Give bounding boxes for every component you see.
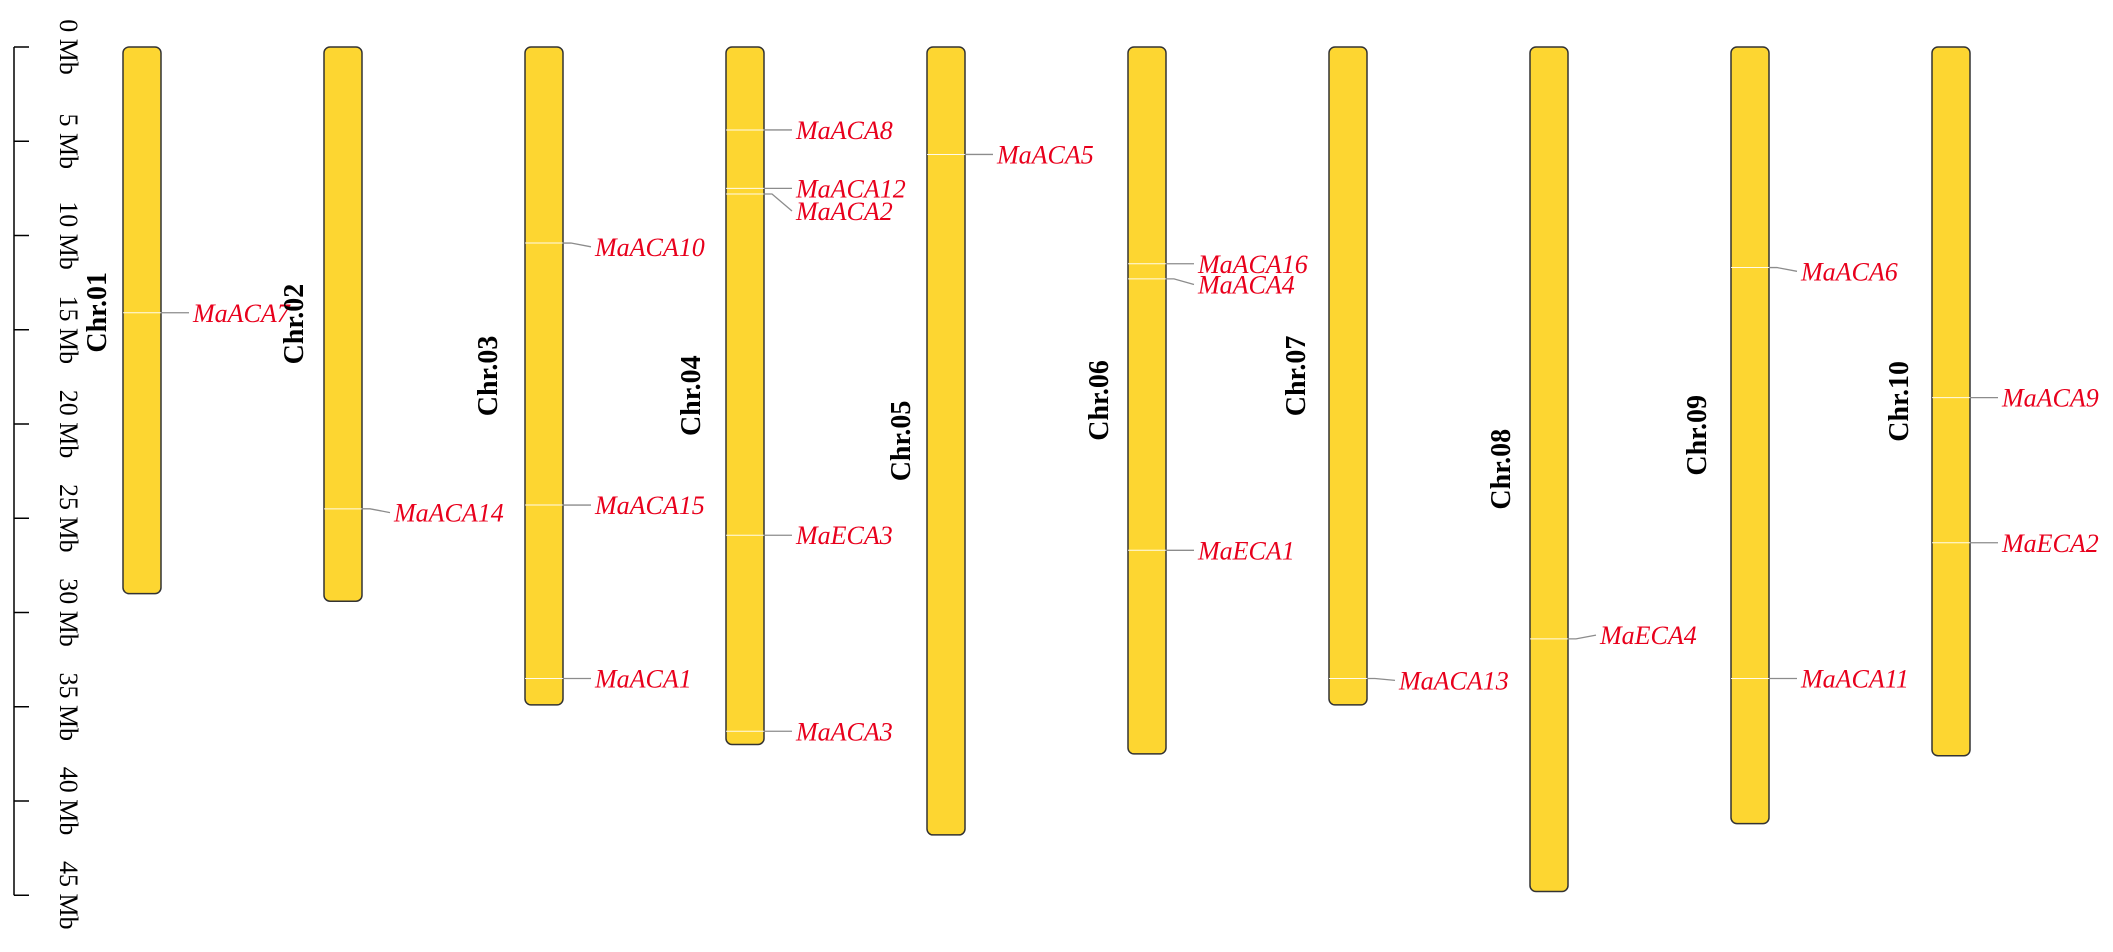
scale-tick-label: 0 Mb (54, 19, 83, 75)
scale-tick-label: 45 Mb (54, 861, 83, 930)
gene-connector (1568, 634, 1597, 640)
scale-tick-label: 5 Mb (54, 113, 83, 169)
gene-label: MaECA2 (2001, 529, 2099, 558)
gene-label: MaACA3 (795, 717, 893, 746)
gene-label: MaACA10 (594, 233, 705, 262)
chromosome-bar (926, 46, 966, 836)
gene-label: MaECA3 (795, 521, 893, 550)
gene-connector (563, 242, 592, 248)
gene-connector (1367, 677, 1396, 682)
chromosome-bar (1328, 46, 1368, 706)
gene-label: MaACA12 (795, 174, 906, 203)
gene-label: MaACA14 (393, 499, 504, 528)
scale-tick-label: 40 Mb (54, 767, 83, 836)
gene-label: MaACA6 (1800, 257, 1898, 286)
gene-connector (362, 508, 391, 514)
scale-ruler: 0 Mb 5 Mb 10 Mb 15 Mb 20 Mb 25 Mb 30 Mb 35 Mb 40… (13, 19, 83, 930)
chromosome-label: Chr.08 (1486, 429, 1517, 510)
gene-connector (764, 193, 793, 212)
chromosome-bar (323, 46, 363, 602)
scale-tick-label: 35 Mb (54, 672, 83, 741)
chromosome-label: Chr.06 (1084, 360, 1115, 441)
chromosome-bar (1529, 46, 1569, 893)
chromosome-label: Chr.03 (473, 336, 504, 417)
gene-label: MaACA8 (795, 116, 893, 145)
chromosome-label: Chr.04 (676, 355, 707, 436)
gene-label: MaECA1 (1197, 536, 1295, 565)
scale-tick-label: 30 Mb (54, 578, 83, 647)
chromosome-label: Chr.02 (279, 284, 310, 365)
gene-label: MaACA9 (2001, 384, 2099, 413)
chromosome-label: Chr.01 (82, 272, 113, 353)
chromosome-bar (1931, 46, 1971, 757)
scale-tick-label: 10 Mb (54, 201, 83, 270)
gene-label: MaACA16 (1197, 250, 1308, 279)
chromosome-label: Chr.07 (1281, 336, 1312, 417)
gene-label: MaACA1 (594, 664, 692, 693)
chromosome-chr-05: Chr.05 MaACA5 (886, 46, 1094, 836)
chromosome-bar (1127, 46, 1167, 755)
gene-label: MaACA5 (996, 140, 1094, 169)
chromosome-bar (725, 46, 765, 746)
chromosome-bar (524, 46, 564, 706)
gene-label: MaACA4 (1197, 271, 1295, 300)
scale-tick-label: 20 Mb (54, 390, 83, 459)
gene-label: MaACA13 (1398, 666, 1509, 695)
chromosome-label: Chr.10 (1884, 361, 1915, 442)
chromosome-bar (1730, 46, 1770, 825)
scale-tick-label: 25 Mb (54, 484, 83, 553)
gene-label: MaACA11 (1800, 664, 1909, 693)
chromosome-label: Chr.09 (1682, 395, 1713, 476)
scale-tick-label: 15 Mb (54, 295, 83, 364)
chromosome-bar (122, 46, 162, 595)
chromosome-label: Chr.05 (886, 401, 917, 482)
gene-connector (1769, 266, 1798, 272)
gene-label: MaACA2 (795, 197, 893, 226)
gene-label: MaECA4 (1599, 621, 1697, 650)
gene-connector (1166, 278, 1195, 286)
chromosome-chr-01: Chr.01 MaACA7 (82, 46, 291, 595)
gene-label: MaACA15 (594, 491, 705, 520)
gene-label: MaACA7 (192, 299, 291, 328)
